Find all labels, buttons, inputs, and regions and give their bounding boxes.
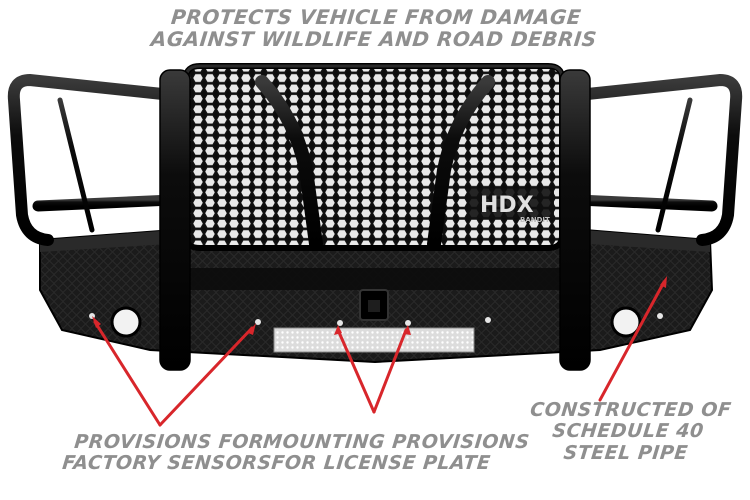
arrow-plate-left [336, 328, 376, 414]
callout-arrows [93, 280, 666, 427]
callout-protection: PROTECTS VEHICLE FROM DAMAGE AGAINST WIL… [0, 5, 750, 52]
callout-line: STEEL PIPE [562, 441, 690, 464]
badge-subtext: BANDIT [520, 216, 550, 224]
hdx-badge: HDX BANDIT [468, 188, 554, 224]
callout-line: FOR LICENSE PLATE [270, 452, 492, 475]
callout-line: SCHEDULE 40 [551, 420, 705, 443]
callout-line: PROVISIONS FOR [73, 431, 266, 453]
callout-line: FACTORY SENSORS [61, 452, 273, 475]
callout-line: CONSTRUCTED OF [529, 399, 733, 421]
fog-light-opening-right [610, 306, 642, 338]
plate-mount-hole [337, 320, 343, 326]
grille-upright-left [159, 69, 191, 371]
arrowhead [92, 316, 101, 328]
arrow-sensor-left [93, 320, 162, 427]
fog-light-opening-left [110, 306, 142, 338]
side-wing-right [572, 73, 743, 246]
arrow-sensor-right [158, 326, 254, 427]
arrow-plate-right [372, 328, 408, 414]
badge-text: HDX [480, 193, 534, 218]
sensor-hole [255, 319, 261, 325]
callout-sensors: PROVISIONS FOR FACTORY SENSORS [56, 431, 280, 475]
arrowhead [248, 323, 256, 335]
license-plate-panel [273, 327, 475, 353]
callout-line: AGAINST WILDLIFE AND ROAD DEBRIS [149, 27, 599, 52]
arrowhead [334, 325, 342, 335]
callout-steel-pipe: CONSTRUCTED OF SCHEDULE 40 STEEL PIPE [525, 399, 733, 464]
callout-line: PROTECTS VEHICLE FROM DAMAGE [169, 5, 583, 29]
sensor-hole [485, 317, 491, 323]
arrowhead [403, 325, 411, 335]
callout-line: MOUNTING PROVISIONS [262, 431, 531, 453]
sensor-hole [657, 313, 663, 319]
arrowhead [660, 276, 667, 288]
grille-upright-right [559, 69, 591, 371]
side-wing-left [7, 73, 178, 246]
callout-license-plate: MOUNTING PROVISIONS FOR LICENSE PLATE [260, 431, 531, 475]
plate-mount-hole [405, 320, 411, 326]
arrow-steel-pipe [598, 280, 666, 402]
center-grille [183, 63, 565, 251]
